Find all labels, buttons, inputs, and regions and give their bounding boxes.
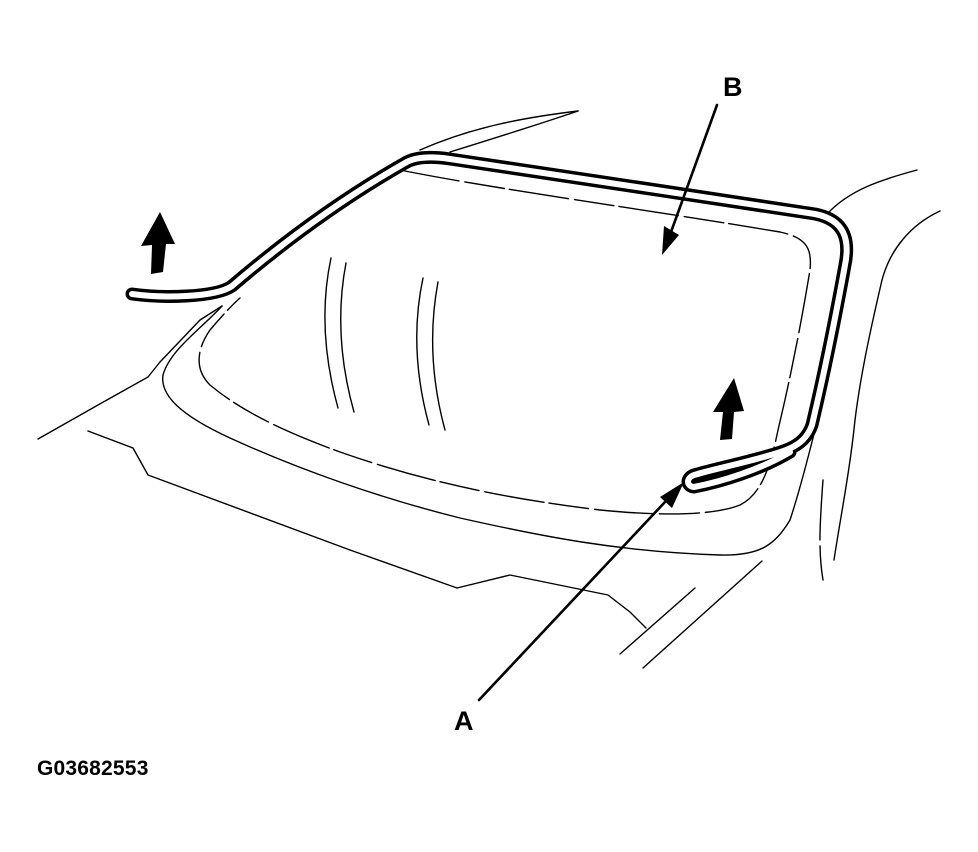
callout-label-a: A [454, 706, 474, 736]
pull-up-arrow-left-icon [141, 212, 175, 274]
glass-reflection-lines [324, 257, 446, 431]
right-pillar-outline [819, 169, 941, 581]
figure-id: G03682553 [37, 757, 149, 780]
pull-up-arrow-right-icon [713, 378, 744, 440]
lower-right-detail-lines [619, 560, 763, 669]
callout-a-leader [477, 482, 684, 702]
callout-b-leader [662, 103, 719, 255]
roof-outline [419, 110, 579, 153]
windshield-molding [125, 150, 854, 494]
body-opening-outline [162, 305, 816, 556]
cowl-outline [37, 305, 647, 629]
windshield-glass-outline [198, 169, 812, 515]
callout-label-b: B [723, 72, 743, 102]
